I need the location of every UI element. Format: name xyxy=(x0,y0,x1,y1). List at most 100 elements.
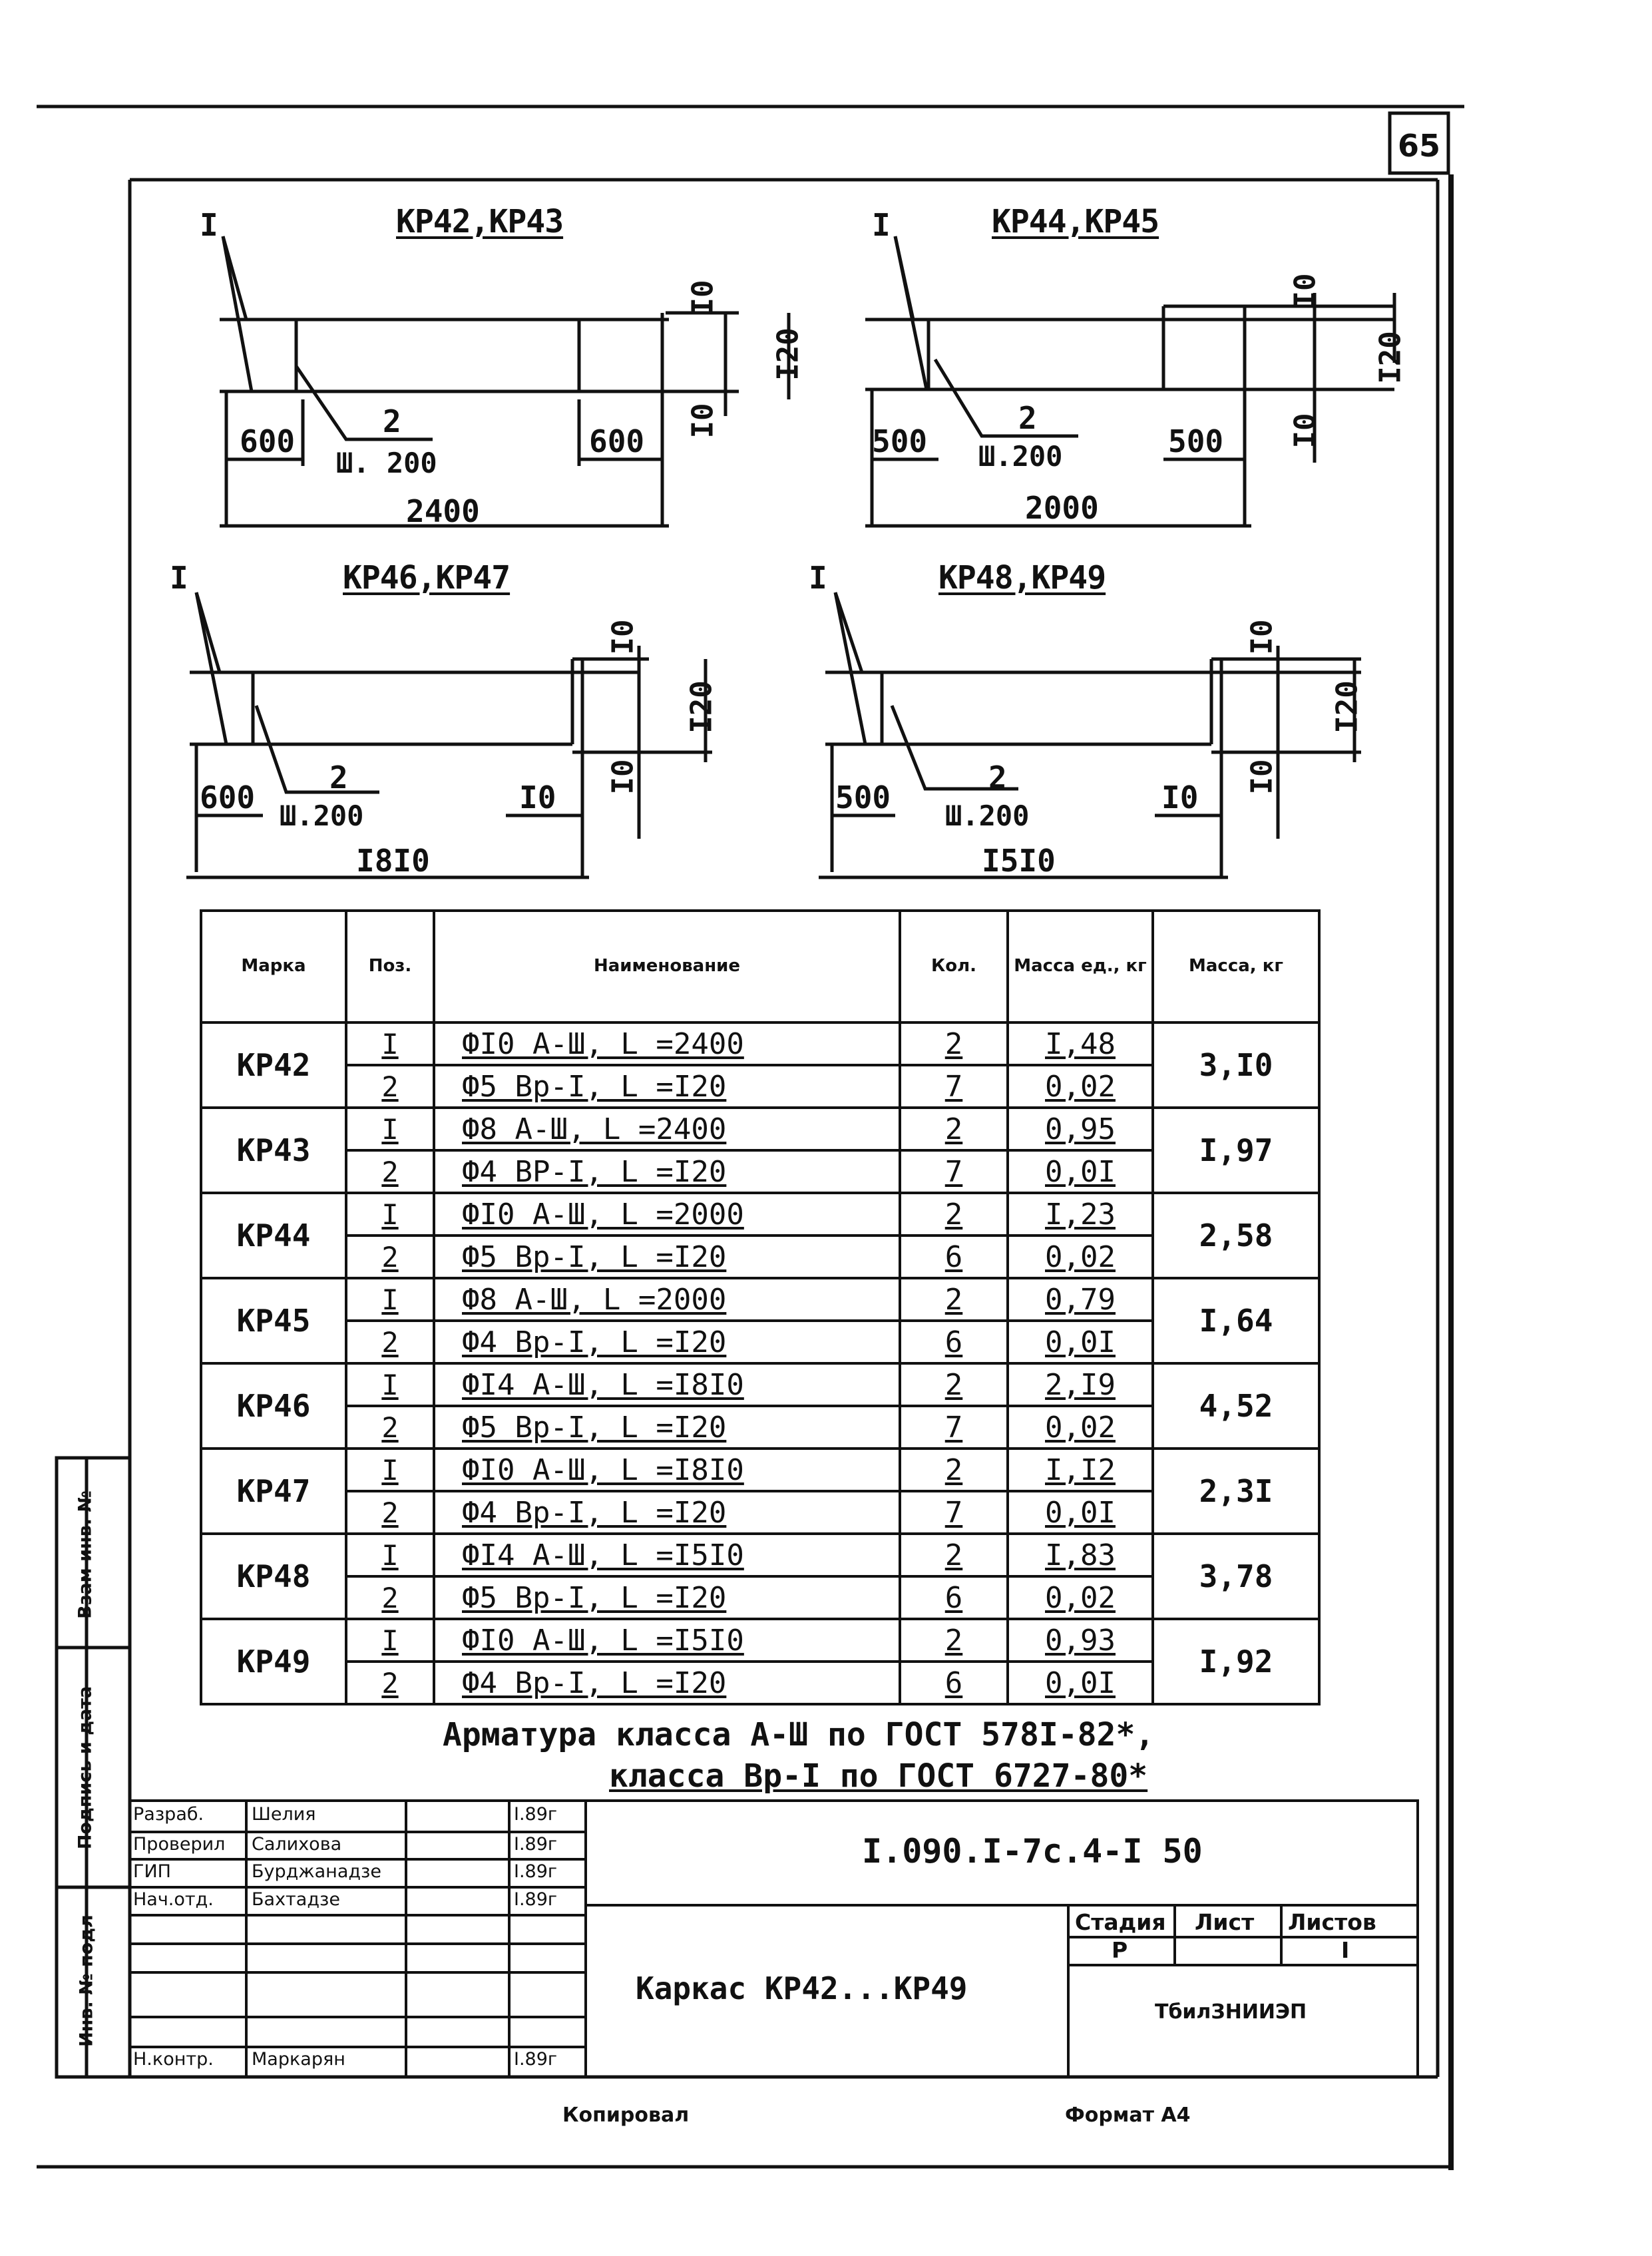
organization: ТбилЗНИИЭП xyxy=(1155,2000,1307,2024)
stamp-role: Н.контр. xyxy=(133,2049,214,2070)
cell-mark: КР47 xyxy=(200,1447,347,1535)
cell-qty: 2 xyxy=(899,1106,1009,1152)
diagram-left-dim: 600 xyxy=(200,780,256,815)
cell-mass-unit: 0,0I xyxy=(1006,1490,1154,1535)
cell-qty: 6 xyxy=(899,1660,1009,1705)
document-code: I.090.I-7c.4-I 50 xyxy=(862,1832,1203,1871)
cell-qty: 7 xyxy=(899,1149,1009,1194)
diagram-dim-top: I0 xyxy=(1288,273,1323,309)
diagram-left-dim: 600 xyxy=(240,423,296,459)
footer-format: Формат А4 xyxy=(1065,2104,1191,2127)
sheet-label: Лист xyxy=(1195,1909,1255,1935)
diagram-dim-height: I20 xyxy=(1373,331,1408,384)
cell-name: Ф5 Bp-I, L =I20 xyxy=(433,1405,901,1450)
cell-name: ФI4 A-Ш, L =I8I0 xyxy=(433,1362,901,1407)
diagram-step: Ш.200 xyxy=(280,799,364,832)
stamp-name: Бахтадзе xyxy=(252,1889,340,1910)
stamp-name: Маркарян xyxy=(252,2049,345,2070)
cell-pos: I xyxy=(345,1277,435,1322)
diagram-pos1: I xyxy=(200,207,218,243)
cell-name: Ф4 BP-I, L =I20 xyxy=(433,1149,901,1194)
diagram-total: 2000 xyxy=(1025,490,1099,526)
cell-pos: 2 xyxy=(345,1319,435,1365)
diagram-total: 2400 xyxy=(406,493,480,529)
stamp-date: I.89г xyxy=(514,1889,558,1910)
cell-mass-unit: 0,0I xyxy=(1006,1149,1154,1194)
cell-qty: 6 xyxy=(899,1319,1009,1365)
stamp-date: I.89г xyxy=(514,2049,558,2070)
cell-name: ФI0 A-Ш, L =2400 xyxy=(433,1021,901,1066)
cell-pos: 2 xyxy=(345,1490,435,1535)
diagram-pos2: 2 xyxy=(988,760,1007,795)
cell-pos: I xyxy=(345,1447,435,1492)
cell-mass-unit: 0,93 xyxy=(1006,1618,1154,1663)
cell-name: Ф5 Bp-I, L =I20 xyxy=(433,1234,901,1279)
cell-mass-unit: 0,02 xyxy=(1006,1575,1154,1620)
cell-pos: I xyxy=(345,1618,435,1663)
stamp-date: I.89г xyxy=(514,1804,558,1825)
cell-name: ФI0 A-Ш, L =2000 xyxy=(433,1192,901,1237)
diagram-pos1: I xyxy=(170,560,188,596)
stamp-name: Бурджанадзе xyxy=(252,1861,382,1882)
specification-table: Марка Поз. Наименование Кол. Масса ед., … xyxy=(200,909,1321,1705)
cell-mass-unit: 0,0I xyxy=(1006,1660,1154,1705)
cell-mass-unit: I,23 xyxy=(1006,1192,1154,1237)
cell-qty: 2 xyxy=(899,1532,1009,1578)
diagram-total: I8I0 xyxy=(356,843,430,879)
cell-name: ФI0 A-Ш, L =I5I0 xyxy=(433,1618,901,1663)
diagram-step: Ш. 200 xyxy=(336,447,437,479)
cell-mass-unit: 0,95 xyxy=(1006,1106,1154,1152)
cell-mass-total: 2,58 xyxy=(1151,1192,1321,1279)
diagram-dim-top: I0 xyxy=(686,280,720,316)
diagram-title-kr42-kr43: КР42,КР43 xyxy=(396,203,564,240)
diagram-pos1: I xyxy=(809,560,827,596)
cell-mass-unit: 0,02 xyxy=(1006,1405,1154,1450)
stamp-role: Проверил xyxy=(133,1834,226,1855)
diagram-pos2: 2 xyxy=(1018,400,1037,436)
cell-mass-total: I,64 xyxy=(1151,1277,1321,1365)
diagram-dim-bottom: I0 xyxy=(1245,759,1279,795)
cell-name: ФI0 A-Ш, L =I8I0 xyxy=(433,1447,901,1492)
diagram-right-dim: I0 xyxy=(1161,780,1199,815)
cell-name: Ф8 A-Ш, L =2000 xyxy=(433,1277,901,1322)
cell-name: Ф4 Bp-I, L =I20 xyxy=(433,1319,901,1365)
cell-mass-unit: I,48 xyxy=(1006,1021,1154,1066)
cell-mass-unit: 2,I9 xyxy=(1006,1362,1154,1407)
cell-qty: 2 xyxy=(899,1277,1009,1322)
diagram-title-kr48-kr49: КР48,КР49 xyxy=(938,559,1106,596)
table-header-row: Марка Поз. Наименование Кол. Масса ед., … xyxy=(200,909,1321,1024)
footer-copied: Копировал xyxy=(562,2104,690,2127)
cell-pos: 2 xyxy=(345,1149,435,1194)
stamp-date: I.89г xyxy=(514,1834,558,1855)
diagram-step: Ш.200 xyxy=(945,799,1030,832)
diagram-right-dim: I0 xyxy=(519,780,556,815)
cell-pos: I xyxy=(345,1106,435,1152)
cell-pos: 2 xyxy=(345,1575,435,1620)
stamp-role: Разраб. xyxy=(133,1804,204,1825)
cell-mark: КР45 xyxy=(200,1277,347,1365)
stamp-role: Нач.отд. xyxy=(133,1889,214,1910)
cell-pos: I xyxy=(345,1362,435,1407)
diagram-pos2: 2 xyxy=(383,403,401,439)
side-label-signature-date: Подпись и дата xyxy=(75,1686,96,1850)
diagram-dim-bottom: I0 xyxy=(1288,413,1323,449)
diagram-dim-top: I0 xyxy=(1245,619,1279,655)
column-header-qty: Кол. xyxy=(899,909,1009,1024)
cell-mark: КР43 xyxy=(200,1106,347,1194)
diagram-pos2: 2 xyxy=(329,760,348,795)
diagram-dim-height: I20 xyxy=(684,680,719,734)
stamp-date: I.89г xyxy=(514,1861,558,1882)
diagram-dim-height: I20 xyxy=(1330,680,1364,734)
diagram-right-dim: 600 xyxy=(589,423,645,459)
cell-name: Ф5 Bp-I, L =I20 xyxy=(433,1064,901,1109)
